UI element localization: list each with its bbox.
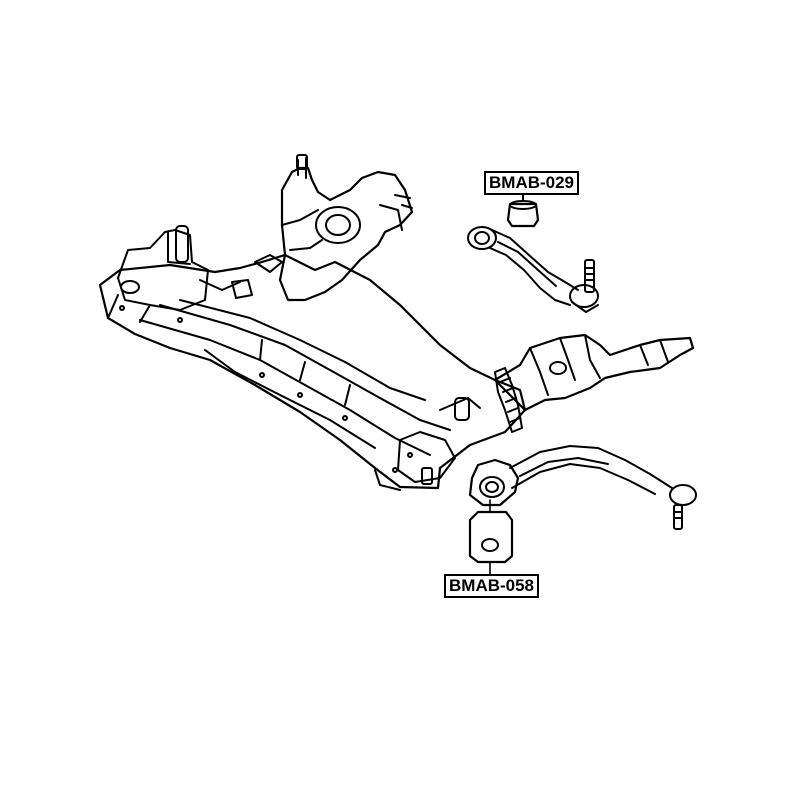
tension-strut <box>493 333 695 433</box>
front-subframe <box>98 154 527 491</box>
part-number-label-upper: BMAB-029 <box>484 171 580 195</box>
lower-control-arm <box>468 445 697 575</box>
upper-control-arm <box>467 180 599 313</box>
part-number-label-lower: BMAB-058 <box>444 574 540 598</box>
